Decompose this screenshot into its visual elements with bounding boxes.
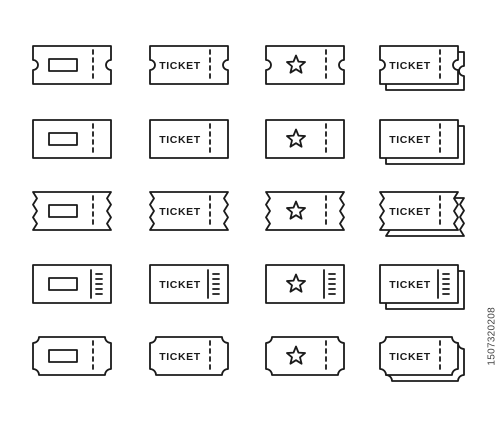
ticket-icon-r5-c1 <box>32 336 112 376</box>
star-icon <box>286 273 306 293</box>
ticket-icon-r3-c1 <box>32 191 112 231</box>
ticket-outline-icon <box>265 119 345 159</box>
ticket-outline-icon <box>379 191 459 231</box>
ticket-icon-r3-c4: TICKET <box>379 191 465 237</box>
ticket-label-text: TICKET <box>159 279 201 291</box>
blank-window-icon <box>48 204 78 218</box>
star-icon <box>286 54 306 74</box>
ticket-icon-r1-c4: TICKET <box>379 45 465 91</box>
ticket-outline-icon <box>32 336 112 376</box>
ticket-outline-icon <box>265 191 345 231</box>
blank-window-icon <box>48 349 78 363</box>
ticket-outline-icon <box>149 119 229 159</box>
barcode-stub-icon <box>437 269 450 299</box>
ticket-outline-icon <box>32 45 112 85</box>
ticket-icon-r4-c1 <box>32 264 112 304</box>
icon-row-notched-ticket: TICKET TICKET <box>32 45 465 91</box>
icon-row-rectangle-ticket: TICKET TICKET <box>32 119 465 165</box>
ticket-icon-r2-c4: TICKET <box>379 119 465 165</box>
ticket-label-text: TICKET <box>389 134 431 146</box>
ticket-label-text: TICKET <box>159 60 201 72</box>
ticket-label-text: TICKET <box>389 279 431 291</box>
ticket-icon-r4-c4: TICKET <box>379 264 465 310</box>
blank-window-icon <box>48 132 78 146</box>
icon-row-barcode-stub-ticket: TICKET TICKET <box>32 264 465 310</box>
ticket-icon-r1-c2: TICKET <box>149 45 229 85</box>
ticket-outline-icon <box>379 336 459 376</box>
ticket-label-text: TICKET <box>159 206 201 218</box>
ticket-icon-r2-c1 <box>32 119 112 159</box>
ticket-icon-r5-c2: TICKET <box>149 336 229 376</box>
ticket-outline-icon <box>265 336 345 376</box>
ticket-icon-r1-c1 <box>32 45 112 85</box>
ticket-outline-icon <box>379 45 459 85</box>
ticket-label-text: TICKET <box>159 351 201 363</box>
ticket-icon-r3-c2: TICKET <box>149 191 229 231</box>
ticket-icon-r4-c2: TICKET <box>149 264 229 304</box>
ticket-outline-icon <box>379 119 459 159</box>
ticket-label-text: TICKET <box>389 351 431 363</box>
blank-window-icon <box>48 277 78 291</box>
ticket-icon-r5-c4: TICKET <box>379 336 465 382</box>
barcode-stub-icon <box>323 269 336 299</box>
ticket-outline-icon <box>149 45 229 85</box>
ticket-icon-r2-c3 <box>265 119 345 159</box>
ticket-icon-r5-c3 <box>265 336 345 376</box>
ticket-label-text: TICKET <box>389 206 431 218</box>
blank-window-icon <box>48 58 78 72</box>
ticket-outline-icon <box>32 119 112 159</box>
ticket-outline-icon <box>32 191 112 231</box>
ticket-label-text: TICKET <box>389 60 431 72</box>
icon-row-rounded-corner-ticket: TICKET TICKET <box>32 336 465 382</box>
ticket-outline-icon <box>149 191 229 231</box>
stock-id-label: 1507320208 <box>487 307 498 366</box>
ticket-outline-icon <box>265 45 345 85</box>
ticket-icon-r3-c3 <box>265 191 345 231</box>
ticket-icon-r2-c2: TICKET <box>149 119 229 159</box>
barcode-stub-icon <box>207 269 220 299</box>
barcode-stub-icon <box>90 269 103 299</box>
ticket-outline-icon <box>149 336 229 376</box>
ticket-icon-r1-c3 <box>265 45 345 85</box>
star-icon <box>286 200 306 220</box>
icon-row-serrated-ticket: TICKET TICKET <box>32 191 465 237</box>
star-icon <box>286 345 306 365</box>
star-icon <box>286 128 306 148</box>
ticket-label-text: TICKET <box>159 134 201 146</box>
ticket-icon-r4-c3 <box>265 264 345 304</box>
